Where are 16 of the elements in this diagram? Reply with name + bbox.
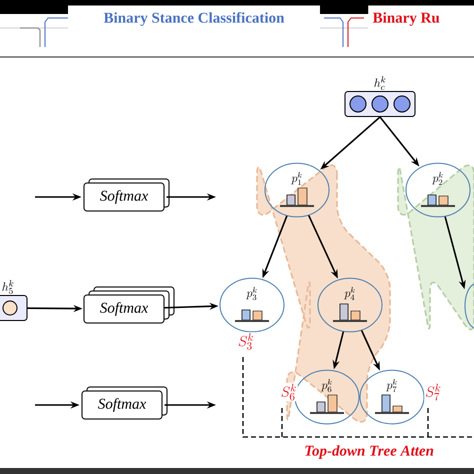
score-label: $S_3^k$ [236, 332, 256, 351]
score-label: $S_6^k$ [280, 382, 298, 402]
vector-box: $h_c^k$ [344, 76, 416, 117]
softmax-box: Softmax [84, 178, 170, 212]
softmax-box: Softmax [84, 286, 174, 324]
highlight-region [397, 164, 474, 330]
header-tab: Binary Stance Classification [68, 6, 320, 32]
vector-box: $h_5^k$ [0, 280, 28, 321]
score-label: $S_7^k$ [424, 382, 442, 402]
caption-text: Top-down Tree Atten [305, 445, 434, 459]
header-tab: Binary Ru [368, 6, 474, 32]
node-label: $h_c^k$ [374, 76, 386, 90]
node-label: $h_5^k$ [2, 280, 14, 294]
softmax-box: Softmax [82, 386, 168, 420]
node-label: Binary Ru [372, 12, 440, 26]
node-label: Binary Stance Classification [104, 12, 284, 26]
